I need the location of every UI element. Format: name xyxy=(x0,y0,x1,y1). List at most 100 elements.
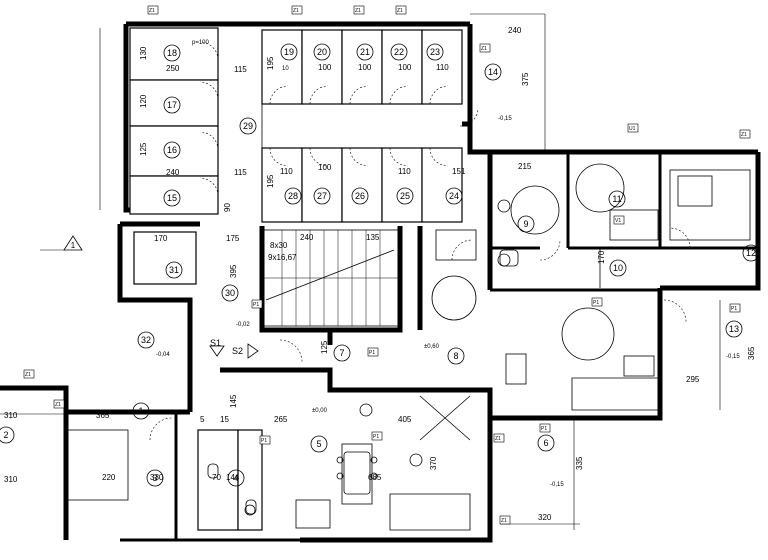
room-30: 30 xyxy=(221,284,239,302)
turning-circles xyxy=(244,163,625,516)
room-27: 27 xyxy=(313,187,331,205)
svg-text:135: 135 xyxy=(366,233,380,242)
svg-text:100: 100 xyxy=(318,163,332,172)
svg-text:P1: P1 xyxy=(731,306,737,312)
svg-text:100: 100 xyxy=(358,63,372,72)
svg-text:21: 21 xyxy=(360,47,370,57)
svg-text:16: 16 xyxy=(167,145,177,155)
svg-text:215: 215 xyxy=(518,162,532,171)
room-23: 23 xyxy=(426,43,444,61)
svg-text:170: 170 xyxy=(597,250,606,264)
svg-text:120: 120 xyxy=(139,94,148,108)
svg-text:-0,15: -0,15 xyxy=(498,116,512,122)
svg-text:Z1: Z1 xyxy=(481,46,487,52)
svg-text:32: 32 xyxy=(141,335,151,345)
svg-text:100: 100 xyxy=(318,63,332,72)
svg-text:265: 265 xyxy=(274,415,288,424)
section-marks: S1 S2 xyxy=(209,338,259,359)
room-22: 22 xyxy=(390,43,408,61)
svg-text:Z1: Z1 xyxy=(293,8,299,14)
svg-text:2: 2 xyxy=(3,430,8,440)
svg-text:6: 6 xyxy=(543,438,548,448)
svg-text:Z1: Z1 xyxy=(55,402,61,408)
room-15: 15 xyxy=(163,189,181,207)
room-20: 20 xyxy=(313,43,331,61)
room-21: 21 xyxy=(356,43,374,61)
svg-text:195: 195 xyxy=(266,174,275,188)
svg-text:3: 3 xyxy=(152,473,157,483)
svg-text:V1: V1 xyxy=(615,218,621,224)
room-9: 9 xyxy=(517,215,535,233)
svg-text:5: 5 xyxy=(200,415,205,424)
svg-text:28: 28 xyxy=(288,191,298,201)
svg-text:365: 365 xyxy=(747,346,756,360)
svg-text:145: 145 xyxy=(229,394,238,408)
room-1: 1 xyxy=(132,402,150,420)
svg-text:151: 151 xyxy=(452,167,466,176)
room-11: 11 xyxy=(608,190,626,208)
svg-text:Z1: Z1 xyxy=(501,518,507,524)
svg-text:175: 175 xyxy=(226,234,240,243)
svg-text:310: 310 xyxy=(4,475,18,484)
svg-text:U1: U1 xyxy=(629,126,636,132)
room-18: 18 xyxy=(163,44,181,62)
furniture xyxy=(207,175,713,515)
room-3: 3 xyxy=(146,469,164,487)
svg-text:1: 1 xyxy=(138,406,143,416)
svg-text:25: 25 xyxy=(400,191,410,201)
svg-text:P1: P1 xyxy=(541,426,547,432)
room-16: 16 xyxy=(163,141,181,159)
room-4: 4 xyxy=(227,469,245,487)
svg-text:15: 15 xyxy=(220,415,229,424)
svg-text:Z1: Z1 xyxy=(355,8,361,14)
svg-text:22: 22 xyxy=(394,47,404,57)
room-26: 26 xyxy=(351,187,369,205)
stair-label-1: 8x30 xyxy=(270,241,288,250)
svg-text:405: 405 xyxy=(398,415,412,424)
room-14: 14 xyxy=(484,63,502,81)
svg-text:240: 240 xyxy=(300,233,314,242)
svg-text:18: 18 xyxy=(167,48,177,58)
svg-text:9: 9 xyxy=(523,219,528,229)
room-2: 2 xyxy=(0,426,15,444)
svg-text:Z1: Z1 xyxy=(149,8,155,14)
svg-text:395: 395 xyxy=(229,264,238,278)
svg-text:10: 10 xyxy=(613,263,623,273)
room-7: 7 xyxy=(333,344,351,362)
svg-text:Z1: Z1 xyxy=(495,436,501,442)
svg-text:240: 240 xyxy=(166,168,180,177)
level-markers: -0,15 -0,02 ±0,60 -0,04 ±0,00 -0,15 -0,1… xyxy=(156,116,740,488)
svg-text:12: 12 xyxy=(746,248,756,258)
svg-text:30: 30 xyxy=(225,288,235,298)
svg-text:29: 29 xyxy=(243,121,253,131)
room-28: 28 xyxy=(284,187,302,205)
svg-text:310: 310 xyxy=(4,411,18,420)
svg-text:31: 31 xyxy=(169,265,179,275)
outer-walls xyxy=(0,21,761,543)
svg-text:144: 144 xyxy=(226,473,240,482)
svg-text:17: 17 xyxy=(167,100,177,110)
svg-text:125: 125 xyxy=(139,142,148,156)
svg-text:195: 195 xyxy=(266,56,275,70)
svg-text:±0,00: ±0,00 xyxy=(312,408,328,414)
room-31: 31 xyxy=(165,261,183,279)
svg-text:110: 110 xyxy=(280,167,293,176)
svg-text:320: 320 xyxy=(538,513,552,522)
svg-text:Z1: Z1 xyxy=(397,8,403,14)
room-13: 13 xyxy=(725,320,743,338)
svg-text:11: 11 xyxy=(612,194,621,204)
partitions xyxy=(67,152,758,540)
svg-text:115: 115 xyxy=(234,168,247,177)
svg-text:130: 130 xyxy=(139,46,148,60)
svg-text:P1: P1 xyxy=(593,300,599,306)
svg-text:100: 100 xyxy=(398,63,412,72)
svg-text:375: 375 xyxy=(521,72,530,86)
svg-text:295: 295 xyxy=(686,375,700,384)
room-24: 24 xyxy=(445,187,463,205)
svg-text:70: 70 xyxy=(212,473,221,482)
svg-text:-0,02: -0,02 xyxy=(236,322,250,328)
svg-text:110: 110 xyxy=(436,63,449,72)
svg-text:13: 13 xyxy=(729,324,739,334)
svg-text:4: 4 xyxy=(233,473,238,483)
